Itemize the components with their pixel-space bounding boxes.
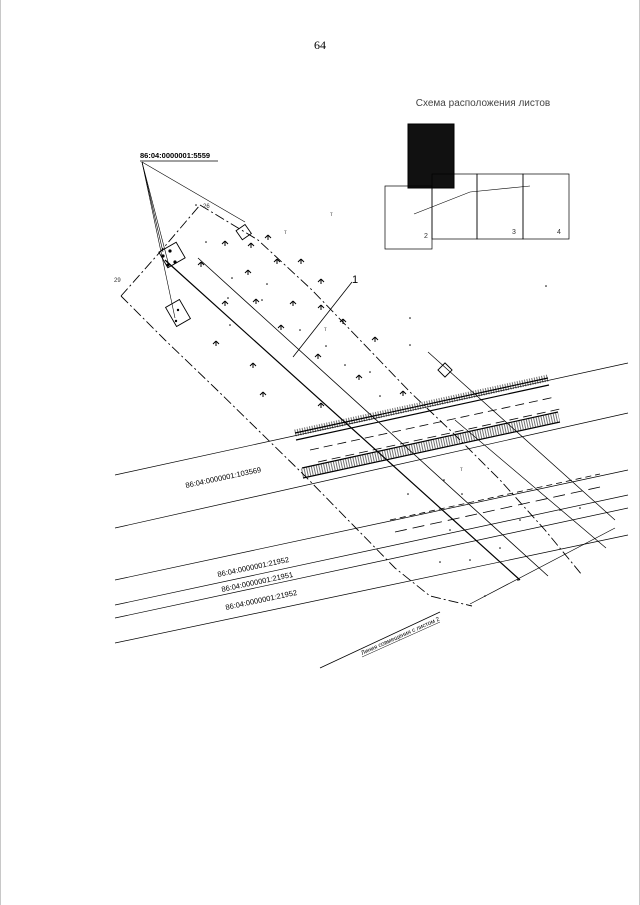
sheet-4-cell: [522, 173, 570, 240]
structure-squares: [158, 223, 453, 378]
small-mark-2: т: [284, 230, 287, 236]
scattered-dots: [195, 204, 581, 597]
embankment-upper: [294, 374, 550, 441]
allotment-boundary: [120, 204, 583, 607]
point-label-29: 29: [114, 278, 121, 284]
road-lines: [114, 362, 629, 644]
parcel-leader-lines: [141, 161, 246, 319]
sheet-3-cell: [476, 173, 524, 240]
road-centre-lines: [309, 396, 601, 533]
parcel-label: 86:04:0000001:5559: [140, 151, 210, 160]
small-mark-4: т: [460, 467, 463, 473]
left-edge: [0, 0, 1, 905]
sheet-label-3: 3: [512, 229, 516, 236]
sheet-label-4: 4: [557, 229, 561, 236]
match-line-label: Линия совмещения с листом 2: [360, 616, 441, 656]
parcel-label-21952-b: 86:04:0000001:21952: [225, 588, 298, 612]
sheet-current-block: [407, 123, 455, 189]
right-lines: [427, 351, 616, 605]
object-centreline: [164, 257, 549, 581]
small-mark-1: т: [330, 212, 333, 218]
sheet-label-2: 2: [424, 233, 428, 240]
scheme-route-line: [413, 185, 531, 215]
road-parcel-label: 86:04:0000001:103569: [185, 465, 262, 490]
structure-points: [161, 249, 180, 323]
page-number: 64: [314, 38, 326, 52]
point-label-26: 26: [203, 204, 210, 210]
scheme-title: Схема расположения листов: [416, 98, 550, 109]
small-mark-3: т: [324, 327, 327, 333]
callout-number: 1: [352, 274, 358, 286]
match-line: [319, 611, 441, 669]
callout-leader: [292, 281, 353, 358]
sheet-layout-scheme: Схема расположения листов 2 3 4: [384, 98, 570, 250]
vegetation-symbols: [197, 234, 407, 408]
match-line-label-underline: [361, 621, 441, 658]
embankment-lower: [301, 411, 561, 479]
parcel-label-group: 86:04:0000001:5559: [140, 151, 246, 319]
